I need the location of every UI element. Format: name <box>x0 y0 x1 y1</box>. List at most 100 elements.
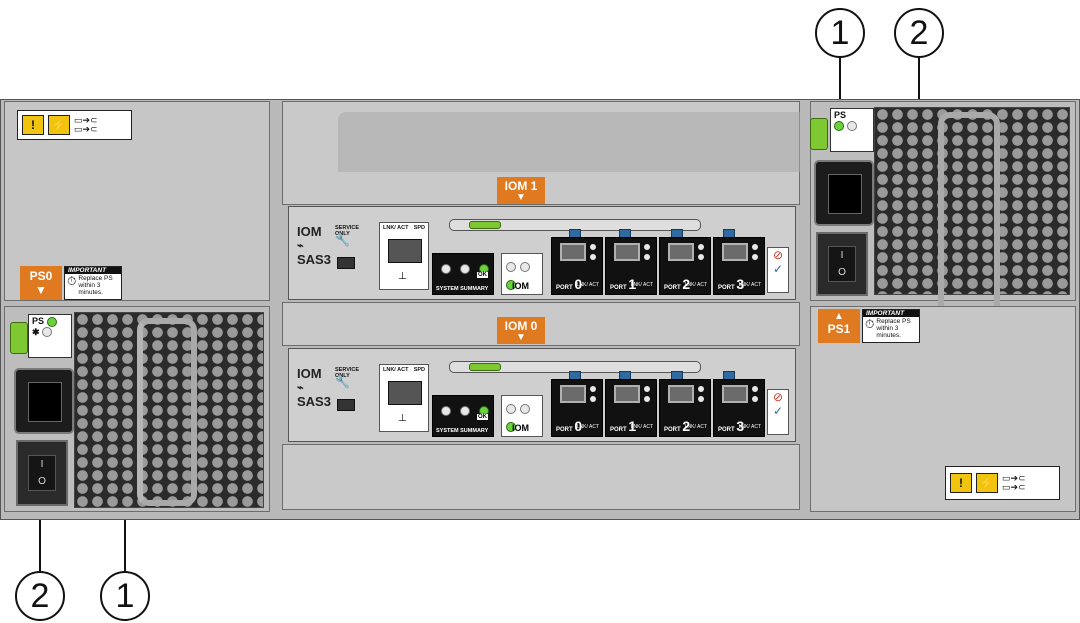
service-only-text: SERVICE ONLY <box>335 225 360 237</box>
port-label: PORT <box>610 427 627 433</box>
ok-label: OK <box>477 272 488 278</box>
port-label: PORT <box>664 427 681 433</box>
ps1-tag: ▲ PS1 <box>818 309 860 343</box>
ps1-important-label: IMPORTANT ⏱ Replace PS within 3 minutes. <box>862 309 920 343</box>
sas-port-1[interactable]: PORT 1 LNK/ ACT <box>605 379 657 437</box>
fault-led <box>460 263 470 274</box>
port-lnk-label: LNK/ ACT <box>684 282 707 288</box>
iom-ok-led <box>506 279 516 290</box>
cable-ok-icon: ✓ <box>772 404 784 418</box>
fault-led <box>460 405 470 416</box>
port-label: PORT <box>718 427 735 433</box>
iom-module-1: IOM ⌁ SAS3 SERVICE ONLY 🔧 LNK/ ACT SPD ⊥… <box>288 206 796 300</box>
down-arrow-icon: ▼ <box>516 192 526 203</box>
port-number: 0 <box>574 418 583 434</box>
port-label: PORT <box>664 285 681 291</box>
electric-hazard-icon: ⚡ <box>976 473 998 493</box>
no-cable-icon: ⊘ <box>772 248 784 262</box>
iom0-tag-text: IOM 0 <box>504 319 538 333</box>
ps-label-text: PS <box>834 110 847 120</box>
port-lnk-label: LNK/ ACT <box>684 424 707 430</box>
ok-label: OK <box>477 414 488 420</box>
stopwatch-icon: ⏱ <box>67 274 77 288</box>
sas-port-1[interactable]: PORT 1 LNK/ ACT <box>605 237 657 295</box>
sas-port-3[interactable]: PORT 3 LNK/ ACT <box>713 237 765 295</box>
sas-port-2[interactable]: PORT 2 LNK/ ACT <box>659 237 711 295</box>
iom-status-block: IOM <box>501 395 543 437</box>
ps1-handle[interactable] <box>938 112 1000 318</box>
system-summary-block: OK SYSTEM SUMMARY <box>432 253 494 295</box>
port-number: 3 <box>736 418 745 434</box>
sas-port-0[interactable]: PORT 0 LNK/ ACT <box>551 237 603 295</box>
iom-name-line1: IOM <box>297 366 322 381</box>
port-label: PORT <box>556 427 573 433</box>
ps-label-text: PS <box>32 316 45 326</box>
management-ethernet-port[interactable] <box>388 239 422 263</box>
important-text: Replace PS within 3 minutes. <box>78 275 113 296</box>
callout-number: 1 <box>830 13 850 52</box>
iom0-tag: IOM 0 ▼ <box>497 317 545 344</box>
iom1-name: IOM ⌁ SAS3 <box>297 225 331 267</box>
down-arrow-icon: ▼ <box>35 283 47 297</box>
iom-name-line2: SAS3 <box>297 394 331 409</box>
iom-module-0: IOM ⌁ SAS3 SERVICE ONLY 🔧 LNK/ ACT SPD ⊥… <box>288 348 796 442</box>
callout-1-power-inlet-ps0: 1 <box>100 571 150 621</box>
iom1-mgmt-port-block: LNK/ ACT SPD ⊥ <box>379 222 429 290</box>
service-only-text: SERVICE ONLY <box>335 367 360 379</box>
sas-port-3[interactable]: PORT 3 LNK/ ACT <box>713 379 765 437</box>
ps1-tag-text: PS1 <box>827 322 851 336</box>
locate-led <box>441 405 451 416</box>
lnk-act-label: LNK/ ACT <box>383 367 409 373</box>
cable-warning-icons: ⊘ ✓ <box>767 389 789 435</box>
port-number: 0 <box>574 276 583 292</box>
no-cable-icon: ⊘ <box>772 390 784 404</box>
iom0-latch-grip[interactable] <box>469 363 501 371</box>
port-lnk-label: LNK/ ACT <box>630 424 653 430</box>
wrench-icon: 🔧 <box>335 233 350 247</box>
ps1-ok-led <box>834 120 844 131</box>
important-header: IMPORTANT <box>65 267 121 274</box>
shadow-area <box>338 112 800 172</box>
port-number: 2 <box>682 418 691 434</box>
port-number: 2 <box>682 276 691 292</box>
sas-icon: ⌁ <box>297 240 304 252</box>
lnk-act-label: LNK/ ACT <box>383 225 409 231</box>
callout-number: 2 <box>909 13 929 52</box>
sas-icon: ⌁ <box>297 382 304 394</box>
iom-fault-led <box>520 403 531 414</box>
system-summary-block: OK SYSTEM SUMMARY <box>432 395 494 437</box>
warning-label-left: ! ⚡ ▭➔⊂▭➔⊂ <box>17 110 132 140</box>
iom-locate-led <box>506 403 516 414</box>
ps1-ac-power-inlet[interactable] <box>814 160 874 226</box>
serial-port[interactable] <box>337 399 355 411</box>
ps1-status-label: PS <box>830 108 874 152</box>
ps0-status-label: PS ✱ <box>28 314 72 358</box>
iom-ok-led <box>506 421 516 432</box>
switch-on-mark: I <box>40 459 44 470</box>
ps0-ac-power-inlet[interactable] <box>14 368 74 434</box>
ps0-tag-text: PS0 <box>29 269 53 283</box>
iom-locate-led <box>506 261 516 272</box>
sas-port-0[interactable]: PORT 0 LNK/ ACT <box>551 379 603 437</box>
callout-2-power-switch-ps0: 2 <box>15 571 65 621</box>
iom1-latch-grip[interactable] <box>469 221 501 229</box>
iom0-mgmt-port-block: LNK/ ACT SPD ⊥ <box>379 364 429 432</box>
sas-port-2[interactable]: PORT 2 LNK/ ACT <box>659 379 711 437</box>
ps1-release-latch[interactable] <box>810 118 828 150</box>
network-icon: ⊥ <box>398 413 407 424</box>
ps0-release-latch[interactable] <box>10 322 28 354</box>
stopwatch-icon: ⏱ <box>865 317 875 331</box>
up-arrow-icon: ▲ <box>834 311 844 322</box>
port-number: 3 <box>736 276 745 292</box>
plug-icon: ▭➔⊂▭➔⊂ <box>74 115 98 134</box>
ps0-handle[interactable] <box>137 318 197 506</box>
warning-triangle-icon: ! <box>22 115 44 135</box>
serial-port[interactable] <box>337 257 355 269</box>
management-ethernet-port[interactable] <box>388 381 422 405</box>
ps0-fan-grille <box>74 312 264 508</box>
warning-triangle-icon: ! <box>950 473 972 493</box>
port-label: PORT <box>610 285 627 291</box>
port-label: PORT <box>556 285 573 291</box>
